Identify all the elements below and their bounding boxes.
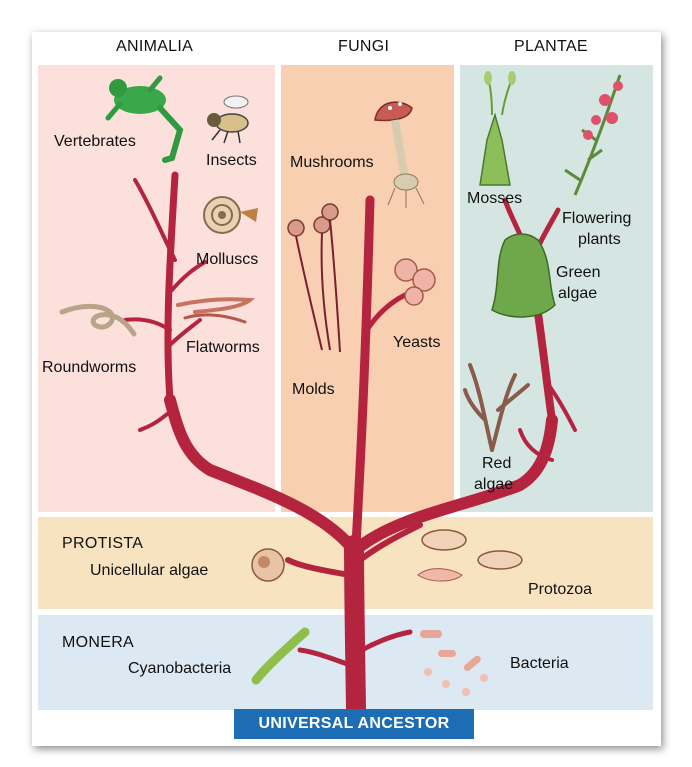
insect-icon [207,95,249,144]
label-red-algae-line2: algae [474,476,514,493]
label-flowering-line2: plants [578,231,621,248]
red-algae-icon [463,363,530,452]
mushroom-icon [374,101,425,208]
label-molluscs: Molluscs [196,251,259,268]
animalia-panel [38,65,275,512]
green-algae-icon [491,233,556,318]
flatworm-icon [176,297,256,324]
flowering-plant-icon [564,74,623,196]
label-flatworms: Flatworms [186,339,260,356]
mold-icon [287,203,341,353]
kingdom-plantae-heading: PLANTAE [514,38,588,55]
frog-icon [105,75,184,163]
kingdom-monera-heading: MONERA [62,634,135,651]
moss-icon [479,71,516,186]
label-green-algae-line2: algae [558,285,598,302]
kingdom-fungi-heading: FUNGI [338,38,390,55]
label-bacteria: Bacteria [510,655,569,672]
label-red-algae-line1: Red [482,455,512,472]
label-cyanobacteria: Cyanobacteria [128,660,232,677]
yeast-icon [394,258,436,306]
phylogenetic-tree [123,171,577,718]
label-green-algae-line1: Green [556,264,601,281]
tree-trunk [344,535,366,718]
branch-plantae [352,414,558,554]
kingdom-animalia-heading: ANIMALIA [116,38,194,55]
label-insects: Insects [206,152,257,169]
label-vertebrates: Vertebrates [54,133,136,150]
branch-protozoa [357,522,423,563]
label-unicellular-algae: Unicellular algae [90,562,209,579]
roundworm-icon [59,303,137,337]
branch-unicellular-algae [285,557,353,578]
nautilus-icon [203,196,258,234]
universal-ancestor-box: UNIVERSAL ANCESTOR [234,709,474,739]
kingdom-protista-heading: PROTISTA [62,535,144,552]
branch-fungi [351,195,375,550]
cyanobacteria-icon [251,627,310,685]
label-mushrooms: Mushrooms [290,154,374,171]
branch-animalia [164,394,358,554]
label-protozoa: Protozoa [528,581,593,598]
label-yeasts: Yeasts [393,334,441,351]
protozoa-icon [417,529,523,582]
label-flowering-line1: Flowering [562,210,632,227]
branch-cyanobacteria [297,647,353,668]
label-roundworms: Roundworms [42,359,137,376]
branch-bacteria [359,629,413,653]
label-molds: Molds [292,381,335,398]
unicellular-algae-icon [251,548,285,582]
label-mosses: Mosses [467,190,523,207]
bacteria-icon [420,630,488,696]
